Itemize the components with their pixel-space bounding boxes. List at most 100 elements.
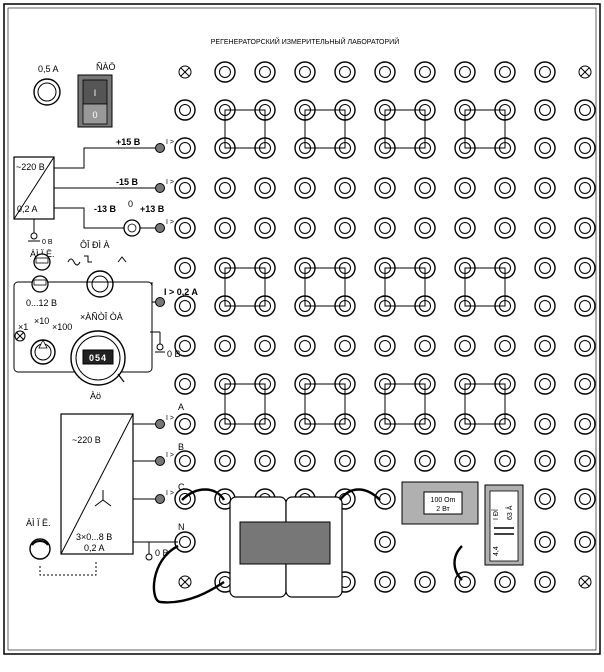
- terminal-socket[interactable]: [174, 413, 196, 435]
- terminal-socket[interactable]: [534, 335, 556, 357]
- terminal-socket[interactable]: [494, 450, 516, 472]
- terminal-socket[interactable]: [214, 335, 236, 357]
- terminal-socket[interactable]: [534, 99, 556, 121]
- terminal-socket[interactable]: [254, 177, 276, 199]
- terminal-socket[interactable]: [334, 335, 356, 357]
- waveform-selector-knob[interactable]: [86, 270, 114, 298]
- terminal-socket[interactable]: [374, 450, 396, 472]
- terminal-socket[interactable]: [494, 335, 516, 357]
- terminal-link: [224, 267, 266, 307]
- terminal-socket[interactable]: [534, 450, 556, 472]
- terminal-socket[interactable]: [254, 217, 276, 239]
- terminal-socket[interactable]: [214, 450, 236, 472]
- terminal-socket[interactable]: [294, 217, 316, 239]
- terminal-socket[interactable]: [174, 257, 196, 279]
- terminal-socket[interactable]: [334, 177, 356, 199]
- terminal-socket[interactable]: [294, 450, 316, 472]
- three-phase-input-label: ~220 B: [72, 435, 101, 445]
- terminal-socket[interactable]: [334, 61, 356, 83]
- terminal-socket[interactable]: [374, 217, 396, 239]
- terminal-socket[interactable]: [454, 217, 476, 239]
- dc-adjust-knob[interactable]: [123, 219, 141, 237]
- terminal-socket[interactable]: [254, 61, 276, 83]
- terminal-socket[interactable]: [574, 99, 596, 121]
- terminal-socket[interactable]: [534, 373, 556, 395]
- terminal-socket[interactable]: [574, 137, 596, 159]
- terminal-socket[interactable]: [534, 531, 556, 553]
- terminal-socket[interactable]: [534, 571, 556, 593]
- terminal-socket[interactable]: [254, 335, 276, 357]
- terminal-socket[interactable]: [374, 177, 396, 199]
- transformer[interactable]: [229, 496, 343, 598]
- terminal-socket[interactable]: [214, 217, 236, 239]
- fuse-holder[interactable]: [33, 78, 61, 106]
- terminal-socket[interactable]: [254, 450, 276, 472]
- terminal-socket[interactable]: [574, 373, 596, 395]
- terminal-socket[interactable]: [334, 217, 356, 239]
- capacitor[interactable]: [484, 484, 524, 566]
- terminal-socket[interactable]: [534, 137, 556, 159]
- terminal-socket[interactable]: [414, 61, 436, 83]
- terminal-socket[interactable]: [534, 257, 556, 279]
- terminal-socket[interactable]: [494, 61, 516, 83]
- terminal-socket[interactable]: [414, 335, 436, 357]
- terminal-socket[interactable]: [494, 217, 516, 239]
- terminal-socket[interactable]: [454, 335, 476, 357]
- terminal-socket[interactable]: [574, 257, 596, 279]
- terminal-socket[interactable]: [534, 177, 556, 199]
- three-phase-amp-knob[interactable]: [29, 538, 51, 560]
- terminal-socket[interactable]: [414, 217, 436, 239]
- resistor-100-ohm[interactable]: [401, 481, 479, 525]
- phase-c-label: C: [178, 482, 185, 492]
- terminal-socket[interactable]: [174, 450, 196, 472]
- terminal-socket[interactable]: [174, 217, 196, 239]
- terminal-socket[interactable]: [574, 450, 596, 472]
- multiplier-x100-label: ×100: [52, 322, 72, 332]
- terminal-socket[interactable]: [174, 373, 196, 395]
- terminal-socket[interactable]: [494, 177, 516, 199]
- func-gen-ground-label: 0 B: [167, 349, 181, 359]
- terminal-socket[interactable]: [334, 450, 356, 472]
- terminal-socket[interactable]: [374, 531, 396, 553]
- signal-toggle[interactable]: [33, 253, 51, 271]
- terminal-socket[interactable]: [454, 177, 476, 199]
- terminal-socket[interactable]: [374, 571, 396, 593]
- terminal-socket[interactable]: [454, 61, 476, 83]
- terminal-socket[interactable]: [294, 335, 316, 357]
- terminal-socket[interactable]: [174, 137, 196, 159]
- terminal-socket[interactable]: [414, 450, 436, 472]
- terminal-socket[interactable]: [574, 295, 596, 317]
- terminal-socket[interactable]: [174, 295, 196, 317]
- terminal-socket[interactable]: [534, 61, 556, 83]
- terminal-socket[interactable]: [214, 61, 236, 83]
- terminal-socket[interactable]: [214, 177, 236, 199]
- amplitude-knob[interactable]: [31, 275, 49, 293]
- terminal-socket[interactable]: [494, 571, 516, 593]
- indicator-led: [155, 456, 165, 466]
- terminal-socket[interactable]: [374, 61, 396, 83]
- terminal-socket[interactable]: [414, 177, 436, 199]
- terminal-socket[interactable]: [454, 450, 476, 472]
- terminal-socket[interactable]: [174, 177, 196, 199]
- terminal-socket[interactable]: [294, 61, 316, 83]
- terminal-socket[interactable]: [534, 413, 556, 435]
- terminal-socket[interactable]: [534, 295, 556, 317]
- power-switch[interactable]: I 0: [77, 74, 113, 128]
- terminal-socket[interactable]: [574, 413, 596, 435]
- dc-current-label: 0,2 A: [17, 204, 38, 214]
- terminal-socket[interactable]: [374, 335, 396, 357]
- terminal-socket[interactable]: [414, 571, 436, 593]
- terminal-socket[interactable]: [174, 531, 196, 553]
- terminal-socket[interactable]: [294, 177, 316, 199]
- terminal-socket[interactable]: [574, 531, 596, 553]
- terminal-socket[interactable]: [574, 217, 596, 239]
- range-switch-knob[interactable]: [30, 339, 56, 365]
- terminal-socket[interactable]: [574, 177, 596, 199]
- terminal-socket[interactable]: [574, 488, 596, 510]
- terminal-socket[interactable]: [534, 488, 556, 510]
- terminal-socket[interactable]: [574, 335, 596, 357]
- terminal-socket[interactable]: [534, 217, 556, 239]
- terminal-socket[interactable]: [174, 99, 196, 121]
- terminal-socket[interactable]: [174, 335, 196, 357]
